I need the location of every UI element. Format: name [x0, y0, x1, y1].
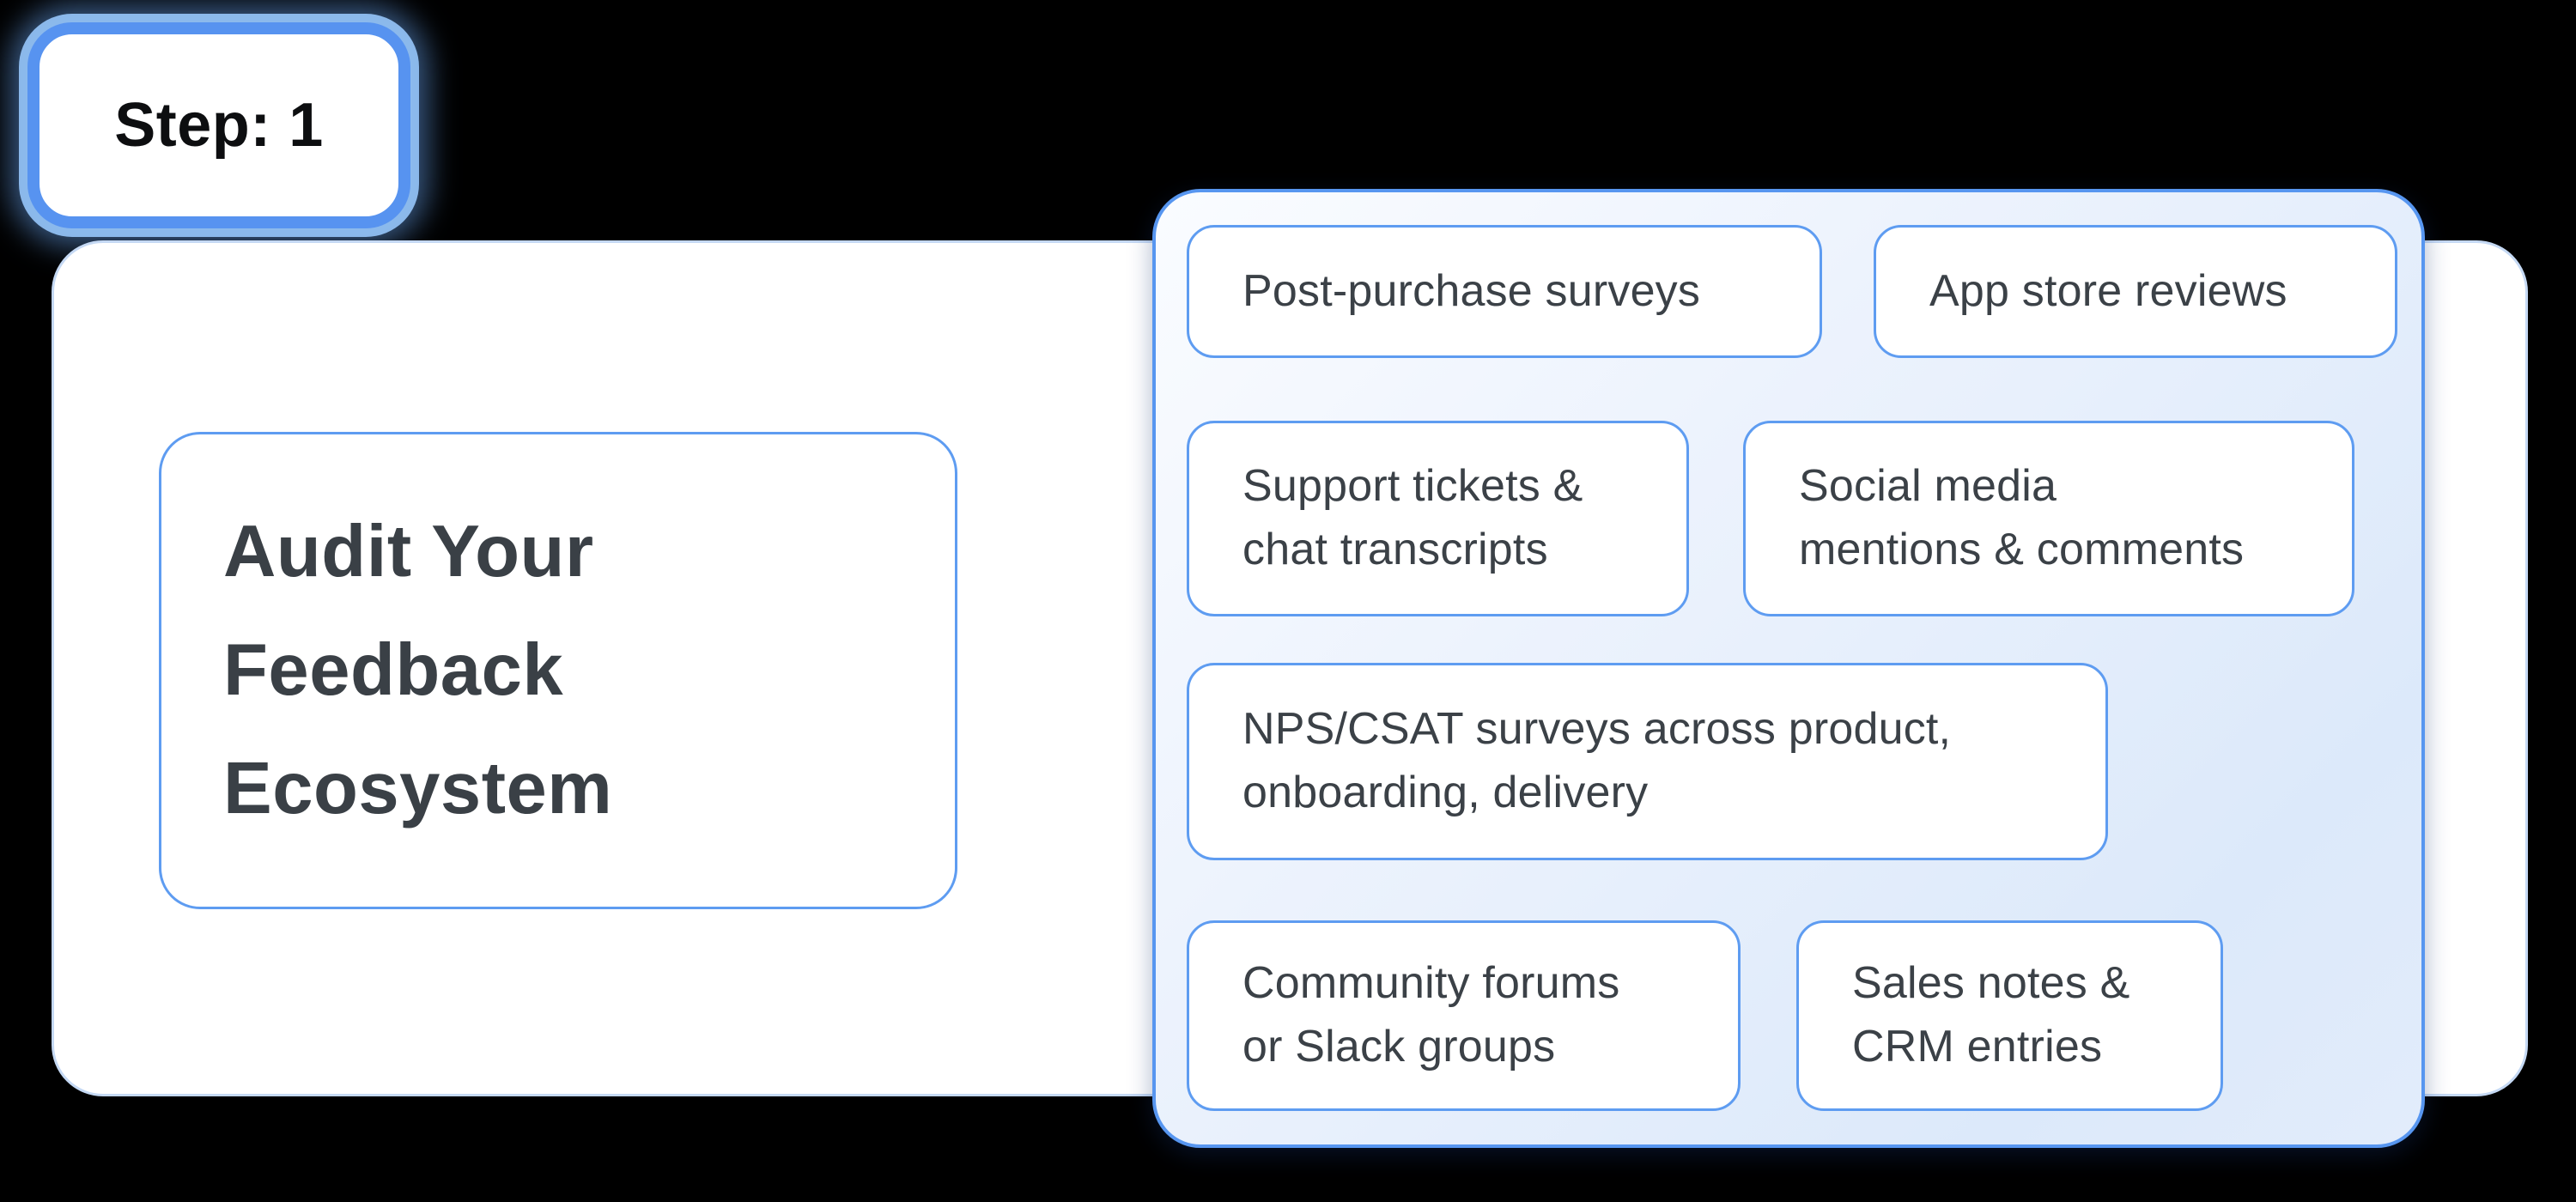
chip-nps-csat-surveys: NPS/CSAT surveys across product, onboard… [1187, 663, 2108, 860]
chip-community-forums: Community forums or Slack groups [1187, 920, 1741, 1111]
chip-sales-notes-crm: Sales notes & CRM entries [1796, 920, 2223, 1111]
page-title: Audit Your Feedback Ecosystem [223, 511, 613, 829]
step-badge: Step: 1 [27, 22, 410, 228]
chip-social-media-mentions: Social media mentions & comments [1743, 421, 2354, 616]
step-badge-label: Step: 1 [114, 91, 324, 160]
title-box: Audit Your Feedback Ecosystem [159, 432, 957, 909]
chip-app-store-reviews: App store reviews [1874, 225, 2397, 358]
chip-support-tickets: Support tickets & chat transcripts [1187, 421, 1689, 616]
chip-post-purchase-surveys: Post-purchase surveys [1187, 225, 1822, 358]
feedback-sources-panel: Post-purchase surveys App store reviews … [1152, 189, 2425, 1148]
